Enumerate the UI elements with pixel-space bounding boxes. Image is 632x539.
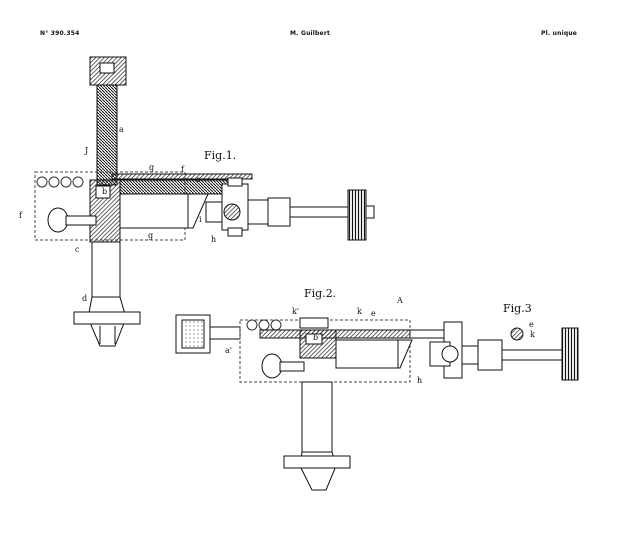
fig2-label-h: h — [417, 376, 422, 385]
fig1-label-g-bottom: g — [148, 231, 153, 240]
fig1-label-g-top: g — [149, 163, 154, 172]
fig2-label-k: k — [357, 307, 362, 316]
inventor-name: M. Guilbert — [290, 30, 331, 37]
fig2-label-b: b — [313, 333, 318, 342]
fig2-label-e: e — [371, 309, 376, 318]
plate-label: Pl. unique — [541, 30, 578, 37]
fig3-title: Fig.3 — [503, 302, 532, 315]
fig2-label-k-prime: k' — [292, 307, 299, 316]
figure-1 — [34, 56, 375, 347]
patent-number: N° 390.354 — [40, 30, 80, 37]
fig1-label-c: c — [75, 245, 80, 254]
figure-1-labels: Fig.1. a J g f e b f i h c g d — [19, 125, 236, 303]
fig1-label-i: i — [199, 215, 202, 224]
fig2-title: Fig.2. — [304, 287, 336, 300]
fig3-label-e: e — [529, 320, 534, 329]
figure-2-labels: Fig.2. k' k e A b a' h — [225, 287, 422, 385]
figure-2 — [175, 314, 579, 491]
fig2-label-a-upper: A — [396, 296, 403, 305]
fig1-label-j: J — [84, 146, 88, 155]
fig2-label-a-prime: a' — [225, 346, 232, 355]
figure-3 — [510, 327, 524, 341]
fig1-label-d: d — [82, 294, 87, 303]
figure-3-labels: Fig.3 e k — [503, 302, 535, 339]
fig1-label-a: a — [119, 125, 124, 134]
fig1-title: Fig.1. — [204, 149, 236, 162]
fig1-label-h: h — [211, 235, 216, 244]
fig1-label-e: e — [196, 175, 201, 184]
fig1-label-f-left: f — [19, 211, 23, 220]
fig1-label-f-top: f — [181, 165, 185, 174]
fig3-label-k: k — [530, 330, 535, 339]
fig1-label-b: b — [102, 187, 107, 196]
